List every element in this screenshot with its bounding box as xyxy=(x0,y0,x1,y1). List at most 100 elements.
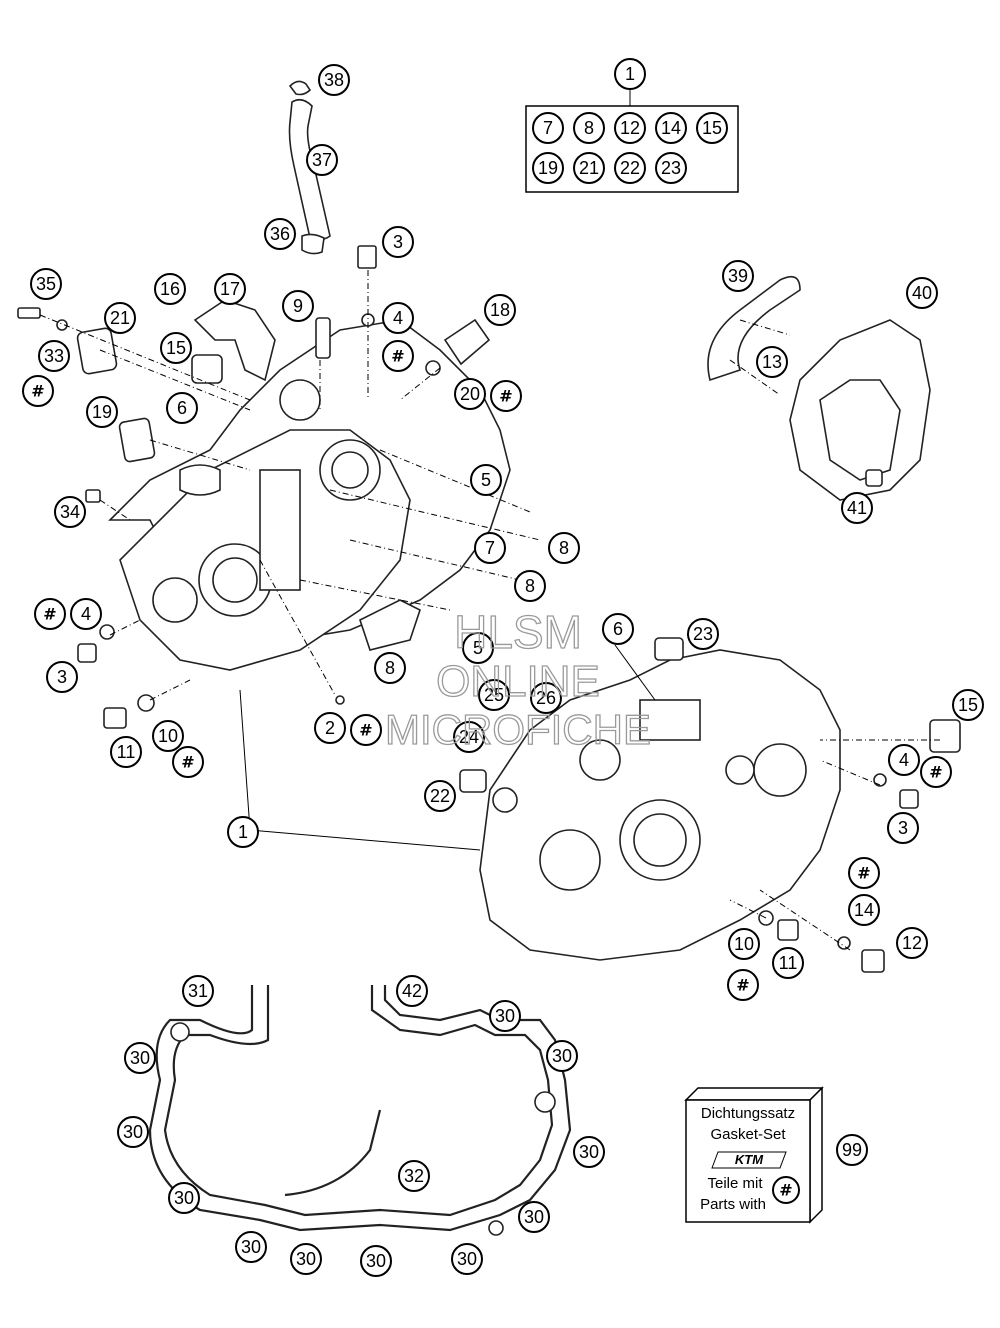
svg-text:10: 10 xyxy=(158,726,178,746)
svg-text:30: 30 xyxy=(366,1251,386,1271)
callout-5a[interactable]: 5 xyxy=(470,464,502,496)
kit-item-12[interactable]: 12 xyxy=(614,112,646,144)
callout-10b[interactable]: 10 xyxy=(728,928,760,960)
callout-15b[interactable]: 15 xyxy=(952,689,984,721)
svg-text:12: 12 xyxy=(902,933,922,953)
callout-3c[interactable]: 3 xyxy=(887,812,919,844)
ignition-cover xyxy=(707,275,931,501)
gasket-box-line1: Dichtungssatz xyxy=(701,1105,795,1122)
svg-text:38: 38 xyxy=(324,70,344,90)
callout-16[interactable]: 16 xyxy=(154,273,186,305)
callout-23[interactable]: 23 xyxy=(687,618,719,650)
callout-30-b[interactable]: 30 xyxy=(124,1042,156,1074)
callout-30-d[interactable]: 30 xyxy=(117,1116,149,1148)
callout-13[interactable]: 13 xyxy=(756,346,788,378)
callout-34[interactable]: 34 xyxy=(54,496,86,528)
svg-text:14: 14 xyxy=(661,118,681,138)
callout-26[interactable]: 26 xyxy=(530,682,562,714)
kit-item-22[interactable]: 22 xyxy=(614,152,646,184)
callout-4c[interactable]: 4 xyxy=(888,744,920,776)
svg-text:23: 23 xyxy=(693,624,713,644)
svg-text:5: 5 xyxy=(481,470,491,490)
callout-8a[interactable]: 8 xyxy=(548,532,580,564)
callout-24[interactable]: 24 xyxy=(453,721,485,753)
hash-2: # xyxy=(350,714,382,746)
gasket-box-line2: Gasket-Set xyxy=(710,1126,786,1143)
callout-8c[interactable]: 8 xyxy=(374,652,406,684)
callout-41[interactable]: 41 xyxy=(841,492,873,524)
kit-item-19[interactable]: 19 xyxy=(532,152,564,184)
callout-3a[interactable]: 3 xyxy=(382,226,414,258)
callout-35[interactable]: 35 xyxy=(30,268,62,300)
right-crankcase xyxy=(459,637,961,973)
callout-2[interactable]: 2 xyxy=(314,712,346,744)
svg-text:6: 6 xyxy=(613,619,623,639)
callout-11b[interactable]: 11 xyxy=(772,947,804,979)
callout-32[interactable]: 32 xyxy=(398,1160,430,1192)
callout-1-kit[interactable]: 1 xyxy=(614,58,646,90)
callout-8b[interactable]: 8 xyxy=(514,570,546,602)
callout-5b[interactable]: 5 xyxy=(462,632,494,664)
callout-1[interactable]: 1 xyxy=(227,816,259,848)
callout-4b[interactable]: 4 xyxy=(70,598,102,630)
callout-30-k[interactable]: 30 xyxy=(451,1243,483,1275)
kit-item-15[interactable]: 15 xyxy=(696,112,728,144)
callout-25[interactable]: 25 xyxy=(478,679,510,711)
kit-item-21[interactable]: 21 xyxy=(573,152,605,184)
callout-20[interactable]: 20 xyxy=(454,378,486,410)
svg-text:HLSM: HLSM xyxy=(454,606,582,658)
callout-9[interactable]: 9 xyxy=(282,290,314,322)
callout-38[interactable]: 38 xyxy=(318,64,350,96)
callout-6a[interactable]: 6 xyxy=(166,392,198,424)
kit-item-8[interactable]: 8 xyxy=(573,112,605,144)
svg-text:3: 3 xyxy=(393,232,403,252)
svg-text:#: # xyxy=(43,605,56,624)
callout-19[interactable]: 19 xyxy=(86,396,118,428)
callout-99[interactable]: 99 xyxy=(836,1134,868,1166)
callout-30-i[interactable]: 30 xyxy=(290,1243,322,1275)
callout-14[interactable]: 14 xyxy=(848,894,880,926)
svg-text:25: 25 xyxy=(484,685,504,705)
callout-17[interactable]: 17 xyxy=(214,273,246,305)
svg-text:36: 36 xyxy=(270,224,290,244)
callout-31[interactable]: 31 xyxy=(182,975,214,1007)
callout-4a[interactable]: 4 xyxy=(382,302,414,334)
callout-42[interactable]: 42 xyxy=(396,975,428,1007)
callout-39[interactable]: 39 xyxy=(722,260,754,292)
callout-3b[interactable]: 3 xyxy=(46,661,78,693)
svg-text:35: 35 xyxy=(36,274,56,294)
callout-21[interactable]: 21 xyxy=(104,302,136,334)
callout-30-c[interactable]: 30 xyxy=(546,1040,578,1072)
hash-gasket-box: # xyxy=(772,1176,800,1204)
callout-30-h[interactable]: 30 xyxy=(235,1231,267,1263)
callout-33[interactable]: 33 xyxy=(38,340,70,372)
svg-text:8: 8 xyxy=(584,118,594,138)
callout-40[interactable]: 40 xyxy=(906,277,938,309)
callout-12[interactable]: 12 xyxy=(896,927,928,959)
kit-item-14[interactable]: 14 xyxy=(655,112,687,144)
hash-33: # xyxy=(22,375,54,407)
svg-text:8: 8 xyxy=(525,576,535,596)
callout-6b[interactable]: 6 xyxy=(602,613,634,645)
callout-18[interactable]: 18 xyxy=(484,294,516,326)
callout-15a[interactable]: 15 xyxy=(160,332,192,364)
hash-20: # xyxy=(490,380,522,412)
svg-text:4: 4 xyxy=(393,308,403,328)
callout-10a[interactable]: 10 xyxy=(152,720,184,752)
callout-30-j[interactable]: 30 xyxy=(360,1245,392,1277)
kit-item-23[interactable]: 23 xyxy=(655,152,687,184)
callout-30-a[interactable]: 30 xyxy=(489,1000,521,1032)
svg-text:30: 30 xyxy=(579,1142,599,1162)
svg-text:4: 4 xyxy=(81,604,91,624)
callout-7[interactable]: 7 xyxy=(474,532,506,564)
callout-22[interactable]: 22 xyxy=(424,780,456,812)
callout-30-g[interactable]: 30 xyxy=(518,1201,550,1233)
callout-36[interactable]: 36 xyxy=(264,218,296,250)
callout-37[interactable]: 37 xyxy=(306,144,338,176)
kit-item-7[interactable]: 7 xyxy=(532,112,564,144)
callout-30-e[interactable]: 30 xyxy=(573,1136,605,1168)
callout-30-f[interactable]: 30 xyxy=(168,1182,200,1214)
callout-11a[interactable]: 11 xyxy=(110,736,142,768)
